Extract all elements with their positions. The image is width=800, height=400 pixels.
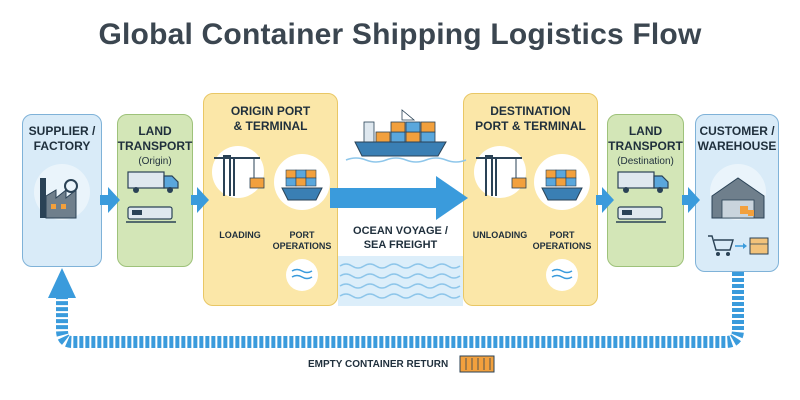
land-origin-label-line1: LAND <box>138 124 172 138</box>
origin-port-operations-line1: PORT <box>289 230 315 240</box>
container-legend-icon <box>459 355 495 373</box>
customer-label-line2: WAREHOUSE <box>697 139 777 153</box>
ocean-voyage-label-line2: SEA FREIGHT <box>363 239 438 251</box>
destination-ship-icon <box>534 154 590 210</box>
flow-arrow-destination-port-to-land <box>596 187 614 213</box>
destination-port-operations-line2: OPERATIONS <box>532 241 592 251</box>
crane-loading-icon <box>212 146 265 198</box>
train-icon <box>126 206 176 223</box>
supplier-label: SUPPLIER / FACTORY <box>22 124 102 154</box>
customer-label-line1: CUSTOMER / <box>699 124 775 138</box>
ocean-waves <box>338 256 463 306</box>
ocean-voyage-label-line1: OCEAN VOYAGE / <box>353 225 448 237</box>
land-origin-label: LAND TRANSPORT (Origin) <box>117 124 193 169</box>
supplier-label-line2: FACTORY <box>33 139 91 153</box>
destination-port-label: DESTINATION PORT & TERMINAL <box>463 104 598 134</box>
destination-port-operations-line1: PORT <box>549 230 575 240</box>
land-destination-label: LAND TRANSPORT (Destination) <box>607 124 684 169</box>
panel-land-origin <box>117 114 193 267</box>
customer-label: CUSTOMER / WAREHOUSE <box>695 124 779 154</box>
cart-icon <box>708 235 747 256</box>
destination-port-label-line1: DESTINATION <box>490 104 571 118</box>
crane-unloading-icon <box>474 146 527 198</box>
land-destination-sub-label: (Destination) <box>617 156 674 167</box>
destination-port-label-line2: PORT & TERMINAL <box>475 119 586 133</box>
origin-port-operations-line2: OPERATIONS <box>272 241 332 251</box>
empty-container-return-label: EMPTY CONTAINER RETURN <box>308 359 449 370</box>
factory-icon <box>34 164 90 220</box>
package-icon <box>749 237 769 255</box>
container-ship-icon <box>345 109 467 163</box>
land-destination-label-line1: LAND <box>628 124 663 138</box>
land-destination-label-line2: TRANSPORT <box>608 139 683 153</box>
land-origin-sub-label: (Origin) <box>138 156 172 167</box>
ocean-voyage-label: OCEAN VOYAGE / SEA FREIGHT <box>338 224 463 252</box>
destination-unloading-label: UNLOADING <box>472 230 528 240</box>
truck-icon-destination <box>617 171 669 193</box>
origin-loading-label: LOADING <box>219 230 261 240</box>
panel-land-destination <box>607 114 684 267</box>
flow-arrow-land-to-origin-port <box>191 187 209 213</box>
truck-icon <box>127 171 179 193</box>
origin-port-operations-label: PORT OPERATIONS <box>270 230 334 252</box>
flow-arrow-supplier-to-land <box>100 187 120 213</box>
port-ship-icon <box>274 154 330 210</box>
origin-port-label: ORIGIN PORT & TERMINAL <box>203 104 338 134</box>
warehouse-icon <box>710 164 766 220</box>
destination-port-operations-label: PORT OPERATIONS <box>530 230 594 252</box>
flow-arrow-land-to-customer <box>682 187 700 213</box>
ocean-voyage-arrow <box>330 176 468 220</box>
supplier-label-line1: SUPPLIER / <box>28 124 96 138</box>
land-origin-label-line2: TRANSPORT <box>117 139 193 153</box>
origin-port-label-line2: & TERMINAL <box>233 119 308 133</box>
train-icon-destination <box>616 206 666 223</box>
diagram-title: Global Container Shipping Logistics Flow <box>98 18 702 51</box>
empty-container-return-arrow <box>48 268 744 348</box>
water-icon <box>286 259 318 291</box>
origin-port-label-line1: ORIGIN PORT <box>230 104 311 118</box>
water-icon-destination <box>546 259 578 291</box>
